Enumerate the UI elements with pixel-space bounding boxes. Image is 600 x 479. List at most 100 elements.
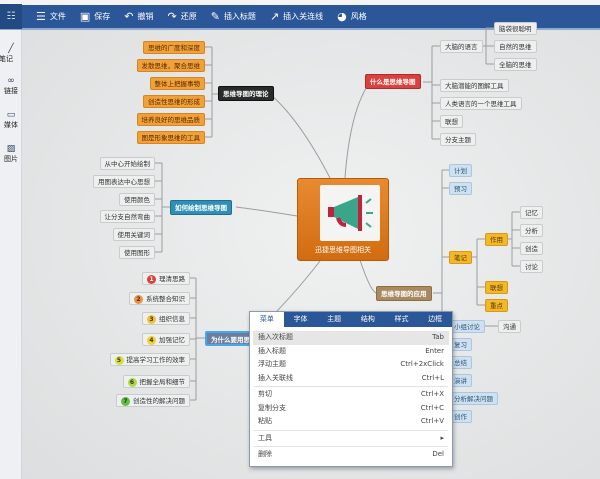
tab-style[interactable]: 样式 (394, 315, 409, 323)
topic-item[interactable]: 自然的思维 (494, 40, 537, 53)
number-1-icon: 1 (147, 275, 156, 284)
menu-item-label: 插入关联线 (258, 373, 293, 382)
insert-topic-button[interactable]: ✎插入标题 (211, 10, 256, 23)
topic-item[interactable]: 联想 (440, 115, 463, 128)
sidebar-label: 链接 (4, 87, 18, 95)
sidebar-item-link[interactable]: ∞链接 (0, 76, 22, 96)
number-7-icon: 7 (121, 397, 130, 406)
topic-item[interactable]: 演讲 (449, 374, 472, 387)
menu-item-shortcut: Ctrl+2xClick (400, 360, 444, 368)
topic-item[interactable]: 小组讨论 (449, 320, 485, 333)
topic-why[interactable]: 为什么要用思维导图 (205, 331, 253, 346)
topic-item-label: 创造性的解决问题 (133, 397, 185, 405)
topic-item[interactable]: 分析 (520, 224, 543, 237)
insert-topic-label: 插入标题 (223, 12, 256, 21)
sidebar-label: 图片 (4, 155, 18, 163)
topic-item[interactable]: 人类语言的一个思维工具 (440, 97, 522, 110)
undo-button[interactable]: ↶撤销 (124, 10, 153, 23)
topic-item[interactable]: 分析解决问题 (449, 392, 498, 405)
topic-item[interactable]: 重点 (485, 299, 508, 312)
topic-item[interactable]: 发散思维，聚合思维 (136, 59, 205, 72)
menu-item-tools[interactable]: 工具▸ (250, 432, 452, 446)
topic-apply[interactable]: 思维导图的应用 (376, 286, 432, 301)
style-button[interactable]: ◕风格 (337, 10, 367, 23)
menu-item-label: 粘贴 (258, 417, 272, 425)
tab-structure[interactable]: 结构 (360, 315, 375, 323)
topic-item[interactable]: 全脑的思维 (494, 58, 537, 71)
topic-how[interactable]: 如何绘制思维导图 (170, 200, 232, 215)
topic-item[interactable]: 用图表达中心思想 (93, 175, 155, 188)
topic-item[interactable]: 沟通 (498, 320, 521, 333)
submenu-arrow-icon: ▸ (440, 433, 444, 442)
redo-label: 还原 (180, 12, 197, 21)
topic-item[interactable]: 思维的广度和深度 (143, 41, 205, 54)
file-button[interactable]: ☰文件 (36, 10, 66, 23)
insert-relation-button[interactable]: ↗插入关连线 (270, 10, 323, 23)
topic-item[interactable]: 记忆 (520, 206, 543, 219)
tab-font[interactable]: 字体 (293, 315, 308, 323)
topic-item[interactable]: 大脑的语言 (440, 40, 483, 53)
window-title-strip (0, 0, 600, 5)
topic-item[interactable]: 使用关键词 (112, 228, 155, 241)
topic-item-label: 理清思路 (159, 275, 185, 283)
topic-item[interactable]: 创造 (520, 242, 543, 255)
topic-item[interactable]: 脑袋很聪明 (494, 22, 537, 35)
number-2-icon: 2 (134, 295, 143, 304)
topic-item[interactable]: 预习 (449, 182, 472, 195)
topic-item[interactable]: 联想 (485, 281, 508, 294)
topic-what[interactable]: 什么是思维导图 (365, 74, 421, 89)
topic-item[interactable]: 整体上把握事物 (149, 77, 205, 90)
megaphone-icon (320, 185, 380, 241)
sidebar-item-media[interactable]: ▭媒体 (0, 110, 22, 130)
topic-item[interactable]: 从中心开始绘制 (99, 157, 155, 170)
menu-icon: ☰ (36, 10, 46, 23)
link-icon: ∞ (7, 76, 15, 86)
topic-item[interactable]: 创造性思维的形成 (143, 95, 205, 108)
sidebar-item-image[interactable]: ▨图片 (0, 144, 22, 164)
tab-menu[interactable]: 菜单 (250, 312, 284, 327)
topic-item[interactable]: 大脑潜能的图解工具 (440, 79, 509, 92)
insert-topic-icon: ✎ (210, 10, 220, 23)
topic-item-label: 把握全局和细节 (139, 378, 186, 386)
topic-item[interactable]: 讨论 (520, 260, 543, 273)
topic-item[interactable]: 图是形象思维的工具 (136, 131, 205, 144)
central-topic[interactable]: 迅捷思维导图相关 (297, 178, 389, 261)
topic-item-label: 提高学习工作的效率 (126, 356, 186, 364)
menu-divider (254, 386, 448, 387)
topic-item[interactable]: 让分支自然弯曲 (99, 210, 155, 223)
topic-item[interactable]: 作用 (485, 233, 508, 246)
topic-item[interactable]: 培养良好的思维品质 (136, 113, 205, 126)
topic-item[interactable]: 使用颜色 (119, 193, 155, 206)
save-button[interactable]: ▣保存 (80, 10, 110, 23)
topic-theory[interactable]: 思维导图的理论 (218, 86, 274, 101)
sidebar-item-notes[interactable]: ╱笔记 (0, 44, 22, 64)
topic-item[interactable]: 使用图形 (119, 246, 155, 259)
tab-theme[interactable]: 主题 (327, 315, 342, 323)
outline-icon[interactable]: ☷ (0, 4, 22, 29)
insert-relation-icon: ↗ (269, 10, 280, 23)
redo-button[interactable]: ↷还原 (168, 10, 197, 23)
palette-icon: ◕ (337, 10, 347, 23)
topic-item[interactable]: 分支主题 (440, 133, 476, 146)
menu-item-label: 插入次标题 (258, 333, 293, 341)
topic-item[interactable]: 计划 (449, 164, 472, 177)
file-label: 文件 (49, 12, 66, 21)
topic-item[interactable]: 笔记 (449, 251, 472, 264)
central-topic-label: 迅捷思维导图相关 (315, 246, 371, 254)
tab-border[interactable]: 边框 (428, 315, 443, 323)
